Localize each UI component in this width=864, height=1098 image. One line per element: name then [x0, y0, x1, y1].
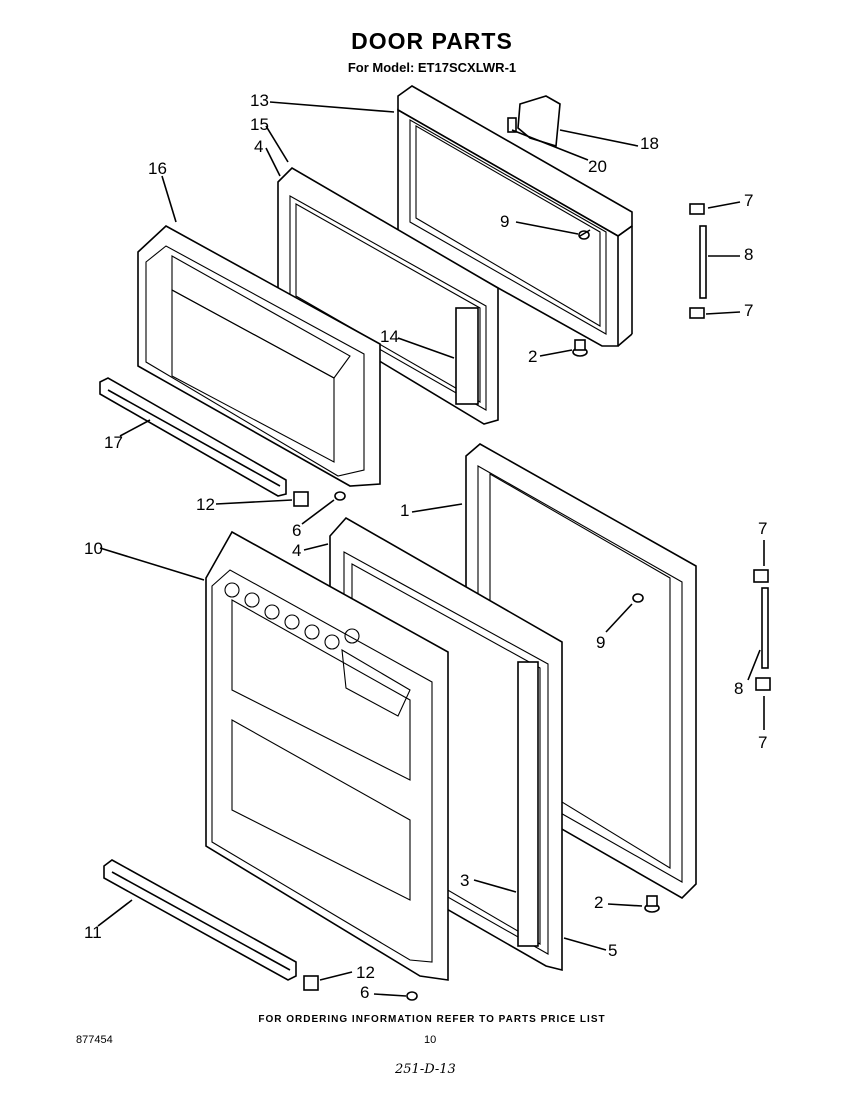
callout-3: 3	[460, 871, 470, 890]
part-2-hinge-lower	[644, 895, 660, 913]
part-15-freezer-gasket	[277, 166, 499, 425]
part-18-handle-trim	[507, 95, 561, 148]
callout-2-lower: 2	[594, 893, 604, 912]
part-12-end-cap-upper	[293, 491, 309, 507]
callout-2-upper: 2	[528, 347, 538, 366]
callout-8-upper: 8	[744, 245, 754, 264]
part-7-8-lower	[753, 569, 771, 691]
model-subtitle: For Model: ET17SCXLWR-1	[347, 60, 517, 75]
page-title: DOOR PARTS	[351, 28, 513, 54]
callout-15: 15	[250, 115, 269, 134]
handwritten-note: 251-D-13	[395, 1062, 456, 1077]
part-10-fresh-food-liner	[205, 530, 449, 981]
ordering-note: FOR ORDERING INFORMATION REFER TO PARTS …	[258, 1014, 606, 1025]
part-9-screw-lower	[632, 593, 644, 603]
callout-7-d: 7	[758, 733, 768, 752]
egg-tray-holes	[224, 582, 360, 650]
callout-9-upper: 9	[500, 212, 510, 231]
callout-14: 14	[380, 327, 399, 346]
callout-1: 1	[400, 501, 410, 520]
callout-9-lower: 9	[596, 633, 606, 652]
callout-10: 10	[84, 539, 103, 558]
callout-12-upper: 12	[196, 495, 215, 514]
callout-8-lower: 8	[734, 679, 744, 698]
callout-17: 17	[104, 433, 123, 452]
callout-7-c: 7	[758, 519, 768, 538]
callout-7-b: 7	[744, 301, 754, 320]
callout-13: 13	[250, 91, 269, 110]
callout-5: 5	[608, 941, 618, 960]
callout-4-upper: 4	[254, 137, 264, 156]
part-6-screw-lower	[406, 991, 418, 1001]
part-12-end-cap-lower	[303, 975, 319, 991]
callout-11: 11	[84, 923, 102, 942]
part-6-screw-upper	[334, 491, 346, 501]
part-17-freezer-shelf	[99, 377, 287, 497]
callout-6-upper: 6	[292, 521, 302, 540]
callout-20: 20	[588, 157, 607, 176]
page-number: 10	[424, 1034, 437, 1046]
callout-12-lower: 12	[356, 963, 375, 982]
document-number: 877454	[76, 1034, 113, 1046]
callout-16: 16	[148, 159, 167, 178]
part-13-freezer-door	[397, 85, 633, 347]
part-7-8-upper	[689, 203, 707, 319]
leader-lines	[97, 101, 765, 997]
callout-18: 18	[640, 134, 659, 153]
part-11-door-shelf	[103, 859, 297, 981]
part-16-freezer-liner	[137, 225, 381, 487]
callout-6-lower: 6	[360, 983, 370, 1002]
callout-4-lower: 4	[292, 541, 302, 560]
part-2-hinge-upper	[572, 339, 588, 357]
part-9-screw-upper	[578, 229, 591, 240]
callout-7-a: 7	[744, 191, 754, 210]
